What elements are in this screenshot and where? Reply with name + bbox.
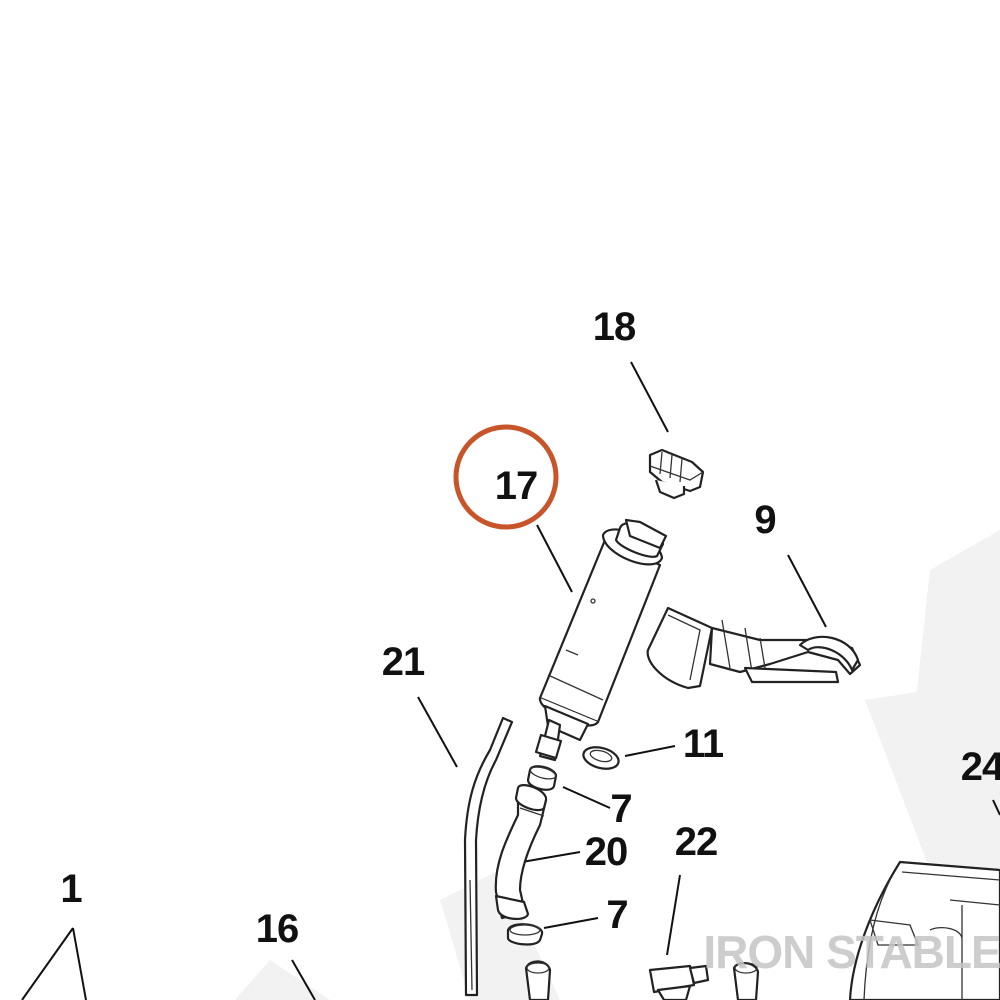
callout-11: 11 (683, 722, 724, 766)
leader-16 (291, 959, 316, 1000)
leader-24 (992, 799, 1000, 816)
callout-1: 1 (60, 867, 82, 911)
leader-1a (21, 927, 74, 1000)
part-7-hose-clamp-upper (526, 765, 558, 791)
leader-7a (562, 786, 611, 809)
part-18-radiator-cap (648, 448, 705, 500)
callout-20: 20 (585, 830, 628, 874)
callout-16: 16 (256, 907, 299, 951)
leader-21 (417, 696, 458, 768)
part-20-coolant-hose (494, 784, 548, 920)
leader-7b (543, 917, 599, 929)
bottom-fittings (524, 960, 760, 1000)
part-7-hose-clamp-lower (506, 923, 544, 946)
callout-18: 18 (593, 305, 636, 349)
callout-9: 9 (754, 498, 775, 542)
part-11-grommet (582, 746, 620, 770)
callout-24: 24 (961, 745, 1000, 789)
callout-labels: 18 17 9 21 11 7 20 22 7 1 16 24 (60, 305, 1000, 951)
part-17-expansion-tank (534, 518, 668, 762)
callout-22: 22 (675, 820, 718, 864)
callout-7-lower: 7 (606, 893, 627, 937)
leader-20 (521, 851, 581, 863)
part-21-overflow-tube (463, 716, 514, 997)
highlight-circle (453, 424, 559, 530)
callout-21: 21 (382, 640, 425, 684)
tank-rivet (590, 598, 596, 604)
leader-11 (624, 745, 676, 757)
leader-lines (21, 361, 1000, 1000)
leader-9 (787, 554, 827, 628)
leader-1b (72, 927, 87, 1000)
watermark-text: IRON STABLE (703, 926, 1000, 978)
callout-17: 17 (495, 464, 538, 508)
callout-7-upper: 7 (610, 787, 631, 831)
part-22-temp-sensor (648, 964, 710, 1000)
part-24-radiator-housing (848, 860, 1000, 1000)
leader-18 (630, 361, 669, 433)
part-9-bracket (646, 606, 862, 690)
leader-17 (536, 524, 573, 593)
leader-22 (666, 874, 681, 956)
